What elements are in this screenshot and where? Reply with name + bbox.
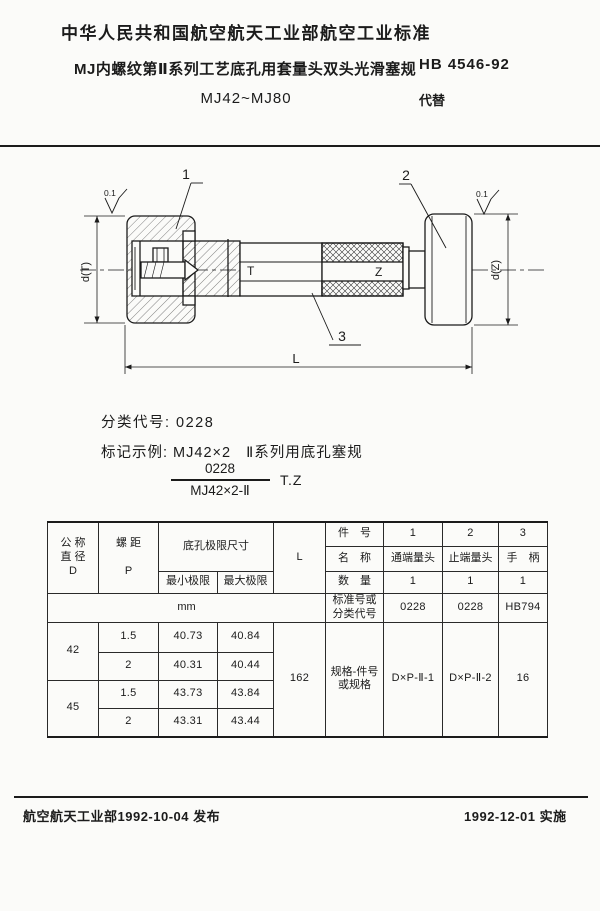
go-gauge-head-section — [126, 215, 241, 324]
part-spec-1: D×P-Ⅱ-1 — [383, 621, 443, 738]
classification-code-line: 分类代号: 0228 — [101, 415, 215, 431]
part-std-2: 0228 — [442, 592, 499, 623]
nogo-gauge-head — [424, 213, 473, 326]
implementation-date: 1992-12-01 实施 — [464, 809, 567, 824]
leader-lines — [175, 182, 447, 346]
min-limit-cell: 43.31 — [158, 707, 218, 738]
min-limit-cell: 43.73 — [158, 679, 218, 709]
max-limit-cell: 40.84 — [217, 621, 274, 653]
min-limit-cell: 40.73 — [158, 621, 218, 653]
table-row: 45 1.5 43.73 43.84 — [47, 679, 548, 738]
part-name-2: 止端量头 — [442, 545, 499, 572]
pitch-cell: 1.5 — [98, 621, 159, 653]
diameter-45: 45 — [47, 679, 99, 738]
part-spec-3: 16 — [498, 621, 548, 738]
roughness-value-left: 0.1 — [104, 188, 116, 198]
max-limit-cell: 40.44 — [217, 651, 274, 681]
footer-divider — [14, 796, 588, 799]
knurled-grip-bottom — [321, 280, 404, 297]
th-max-limit: 最大极限 — [217, 570, 274, 594]
supersedes-label: 代替 — [419, 93, 446, 108]
dz-label: d(Z) — [490, 260, 502, 280]
max-limit-cell: 43.44 — [217, 707, 274, 738]
marking-fraction-bar — [171, 479, 270, 481]
size-range: MJ42~MJ80 — [200, 90, 292, 107]
part-no-1: 1 — [383, 521, 443, 547]
handle-shaft — [227, 239, 426, 297]
l-label: L — [292, 351, 299, 366]
pitch-cell: 2 — [98, 651, 159, 681]
row-label-qty: 数 量 — [325, 570, 384, 594]
knurled-grip-top — [321, 242, 404, 263]
issuing-authority-title: 中华人民共和国航空航天工业部航空工业标准 — [61, 24, 431, 43]
part-qty-3: 1 — [498, 570, 548, 594]
nogo-end-mark: Z — [375, 265, 382, 279]
pitch-cell: 2 — [98, 707, 159, 738]
part-name-3: 手 柄 — [498, 545, 548, 572]
marking-fraction-suffix: T.Z — [280, 472, 303, 488]
retaining-screw — [140, 247, 200, 282]
min-limit-cell: 40.31 — [158, 651, 218, 681]
part-std-3: HB794 — [498, 592, 548, 623]
part-spec-2: D×P-Ⅱ-2 — [442, 621, 499, 738]
roughness-symbol-left — [104, 188, 128, 215]
row-label-part-name: 名 称 — [325, 545, 384, 572]
item-2-label: 2 — [402, 167, 410, 183]
dt-label: d(T) — [80, 262, 92, 282]
part-qty-2: 1 — [442, 570, 499, 594]
th-hole-limit: 底孔极限尺寸 — [158, 521, 274, 572]
issue-date: 航空航天工业部1992-10-04 发布 — [23, 809, 221, 824]
marking-example-line: 标记示例: MJ42×2 Ⅱ系列用底孔塞规 — [101, 445, 363, 461]
roughness-value-right: 0.1 — [476, 189, 488, 199]
dimension-dt — [84, 215, 125, 324]
marking-fraction-denominator: MJ42×2-Ⅱ — [190, 483, 250, 498]
specification-table: 公 称 直 径 D 螺 距 P 底孔极限尺寸 L 件 号 1 2 3 名 称 通… — [47, 521, 548, 738]
header-divider — [0, 145, 600, 147]
go-end-mark: T — [247, 264, 255, 278]
item-3-label: 3 — [338, 328, 346, 344]
dimension-l — [124, 325, 473, 374]
gauge-assembly-drawing: d(T) d(Z) L — [80, 166, 548, 374]
part-no-3: 3 — [498, 521, 548, 547]
marking-fraction-numerator: 0228 — [204, 461, 236, 476]
part-std-1: 0228 — [383, 592, 443, 623]
part-name-1: 通端量头 — [383, 545, 443, 572]
th-nominal-diameter: 公 称 直 径 D — [47, 521, 99, 594]
dimension-dz — [474, 213, 518, 326]
th-pitch: 螺 距 P — [98, 521, 159, 594]
th-length: L — [273, 521, 326, 594]
row-label-spec: 规格-件号 或规格 — [325, 621, 384, 738]
item-1-label: 1 — [182, 166, 190, 182]
table-row: 42 1.5 40.73 40.84 162 规格-件号 或规格 D×P-Ⅱ-1… — [47, 621, 548, 738]
row-label-standard-no: 标准号或 分类代号 — [325, 592, 384, 623]
length-value: 162 — [273, 621, 326, 738]
standard-number: HB 4546-92 — [419, 56, 510, 73]
standard-title: MJ内螺纹第Ⅱ系列工艺底孔用套量头双头光滑塞规 — [74, 61, 417, 78]
diameter-42: 42 — [47, 621, 99, 681]
roughness-symbol-right — [476, 189, 500, 216]
part-no-2: 2 — [442, 521, 499, 547]
row-label-part-no: 件 号 — [325, 521, 384, 547]
th-min-limit: 最小极限 — [158, 570, 218, 594]
unit-cell: mm — [47, 592, 326, 623]
table-row: 2 43.31 43.44 — [48, 707, 548, 738]
part-qty-1: 1 — [383, 570, 443, 594]
pitch-cell: 1.5 — [98, 679, 159, 709]
max-limit-cell: 43.84 — [217, 679, 274, 709]
